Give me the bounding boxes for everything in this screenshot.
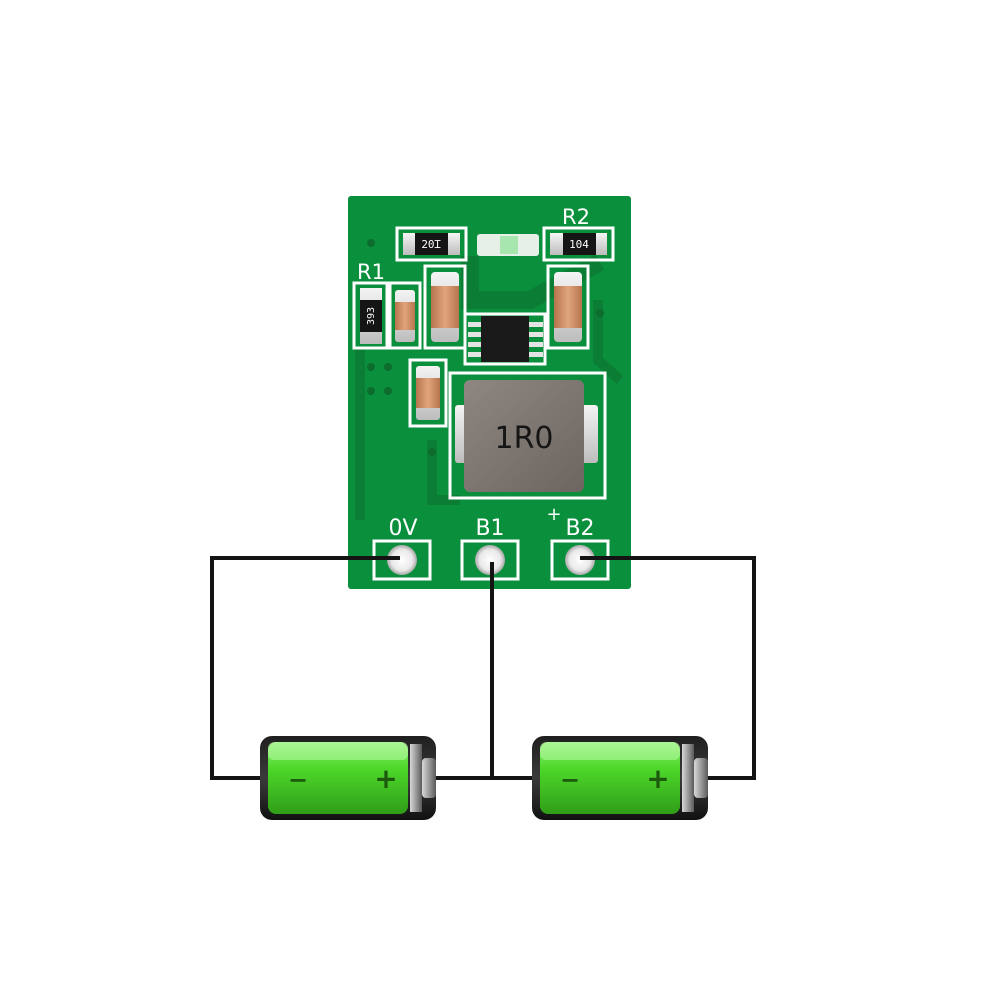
- battery-2-plus: +: [646, 762, 669, 795]
- c3-ceramic: [554, 286, 582, 328]
- via: [367, 239, 375, 247]
- ic-pins: [468, 322, 543, 357]
- r2-label: R2: [562, 205, 590, 229]
- battery-2: − +: [532, 736, 708, 820]
- pcb-trace: [593, 300, 624, 384]
- battery-1-plus: +: [374, 762, 397, 795]
- battery-2-cap: [682, 744, 694, 812]
- ic-pin: [527, 352, 543, 357]
- c4-ceramic: [416, 378, 440, 408]
- battery-2-minus: −: [560, 766, 580, 794]
- r-top-outline: [395, 226, 468, 262]
- ic-pin: [468, 332, 484, 337]
- ic-pin: [468, 342, 484, 347]
- r1-resistor: [360, 300, 382, 332]
- battery-1-fill: [268, 742, 408, 814]
- wires: [210, 556, 756, 780]
- r2-outline: [542, 226, 615, 262]
- ic-pin: [527, 332, 543, 337]
- led-lens: [500, 236, 518, 254]
- r1-outline: [352, 281, 389, 350]
- c2-outline: [423, 264, 467, 350]
- via: [367, 387, 375, 395]
- via: [367, 363, 375, 371]
- via: [384, 387, 392, 395]
- battery-2-shine: [540, 742, 680, 760]
- battery-1-shine: [268, 742, 408, 760]
- ic-pin: [527, 342, 543, 347]
- pcb-trace: [427, 440, 460, 505]
- pad-b2-label: B2: [565, 516, 594, 541]
- battery-2-terminal: [694, 758, 708, 798]
- r1-label: R1: [357, 260, 385, 284]
- battery-1-cap: [410, 744, 422, 812]
- inductor-body: [464, 380, 584, 492]
- r-top-resistor: [415, 233, 448, 255]
- via: [596, 309, 604, 317]
- via: [428, 448, 436, 456]
- r2-code: 104: [569, 238, 589, 251]
- c1-outline: [388, 281, 422, 350]
- wire-0v: [210, 556, 400, 780]
- c1-ceramic: [395, 302, 415, 330]
- ic-pin: [468, 322, 484, 327]
- pad-b1-hole: [475, 545, 505, 575]
- wire-b2: [580, 556, 756, 780]
- r-top-code: 20Ɪ: [421, 238, 440, 251]
- r2-resistor: [563, 233, 596, 255]
- c4-outline: [408, 358, 448, 428]
- ic-pin: [527, 322, 543, 327]
- c2-ceramic: [431, 286, 459, 328]
- inductor-outline: [448, 371, 607, 500]
- pad-b2-plus: +: [546, 504, 561, 525]
- pad-0v-label: 0V: [388, 516, 417, 541]
- ic-body: [481, 316, 529, 362]
- pcb-board: 393 R1 20Ɪ 104 R2: [348, 196, 631, 589]
- pad-0v-hole: [387, 545, 417, 575]
- inductor-code: 1R0: [494, 421, 553, 456]
- battery-1-terminal: [422, 758, 436, 798]
- ic-pin: [468, 352, 484, 357]
- pad-b1-label: B1: [475, 516, 504, 541]
- battery-1-minus: −: [288, 766, 308, 794]
- battery-2-fill: [540, 742, 680, 814]
- battery-1: − +: [260, 736, 436, 820]
- ic-outline: [463, 312, 547, 366]
- via: [384, 363, 392, 371]
- pcb-vias: [367, 239, 604, 456]
- c3-outline: [546, 264, 590, 350]
- r1-code: 393: [366, 307, 377, 325]
